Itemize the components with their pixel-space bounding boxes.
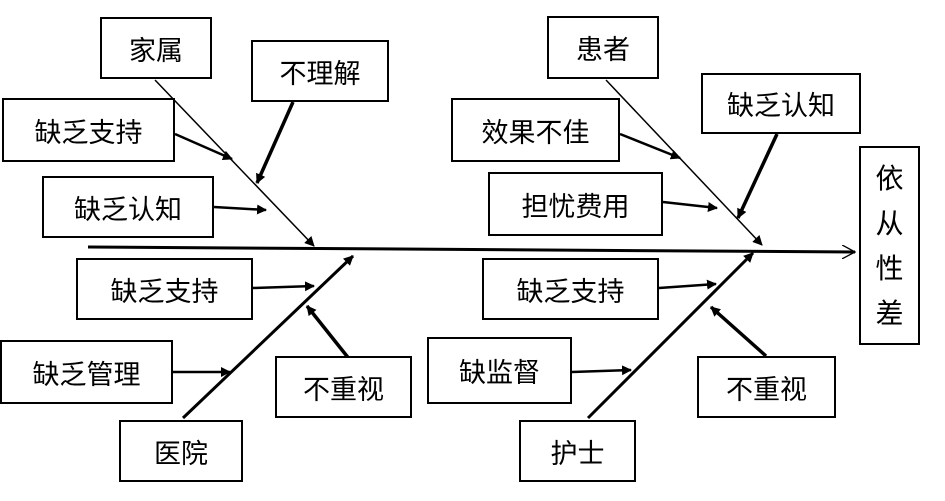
category-nurse-box: 护士	[519, 420, 636, 482]
cause-nurse-support-label: 缺乏支持	[516, 276, 625, 308]
cause-patient-cognition-box: 缺乏认知	[701, 73, 861, 134]
nurse-attention-arrow	[709, 305, 768, 358]
cause-nurse-attention-box: 不重视	[697, 356, 836, 418]
category-family-label: 家属	[129, 35, 183, 67]
family-bone	[154, 79, 315, 247]
cause-patient-effect-box: 效果不佳	[451, 98, 620, 162]
category-nurse-label: 护士	[550, 438, 605, 470]
nurse-support-arrow	[658, 279, 717, 290]
cause-nurse-supervision-box: 缺监督	[427, 337, 572, 404]
nurse-supervision-arrow	[571, 365, 632, 376]
cause-family-support-label: 缺乏支持	[34, 117, 143, 149]
patient-bone	[605, 79, 763, 246]
category-patient-box: 患者	[547, 16, 659, 79]
patient-effect-arrow	[619, 132, 681, 160]
patient-cognition-arrow	[736, 133, 779, 219]
cause-nurse-attention-label: 不重视	[726, 374, 807, 406]
cause-hospital-attention-label: 不重视	[303, 374, 384, 406]
patient-cost-arrow	[662, 200, 718, 212]
cause-hospital-management-box: 缺乏管理	[0, 340, 173, 404]
cause-patient-cost-label: 担忧费用	[521, 191, 630, 223]
cause-family-understanding-label: 不理解	[279, 58, 361, 90]
cause-hospital-attention-box: 不重视	[275, 356, 412, 418]
cause-patient-cost-box: 担忧费用	[488, 172, 663, 236]
hospital-support-arrow	[252, 281, 315, 292]
hospital-bone	[181, 254, 355, 420]
family-support-arrow	[174, 132, 233, 161]
cause-family-cognition-box: 缺乏认知	[42, 176, 214, 238]
cause-patient-cognition-label: 缺乏认知	[727, 91, 835, 122]
category-patient-label: 患者	[576, 35, 630, 66]
family-cognition-arrow	[213, 204, 267, 215]
spine-arrow	[87, 247, 855, 252]
effect-box: 依从性差	[859, 146, 920, 345]
nurse-bone	[586, 251, 755, 420]
cause-family-understanding-box: 不理解	[251, 40, 389, 102]
cause-family-support-box: 缺乏支持	[2, 98, 175, 162]
cause-nurse-support-box: 缺乏支持	[482, 258, 659, 320]
cause-family-cognition-label: 缺乏认知	[74, 194, 182, 226]
effect-label: 依从性差	[875, 161, 904, 330]
cause-patient-effect-label: 效果不佳	[481, 117, 590, 149]
family-understanding-arrow	[255, 101, 295, 184]
cause-hospital-support-box: 缺乏支持	[76, 258, 253, 320]
category-family-box: 家属	[100, 17, 212, 79]
cause-hospital-management-label: 缺乏管理	[32, 359, 141, 391]
cause-hospital-support-label: 缺乏支持	[110, 276, 219, 308]
hospital-attention-arrow	[305, 304, 352, 362]
category-hospital-label: 医院	[154, 438, 208, 470]
cause-nurse-supervision-label: 缺监督	[459, 358, 540, 389]
category-hospital-box: 医院	[119, 420, 243, 482]
